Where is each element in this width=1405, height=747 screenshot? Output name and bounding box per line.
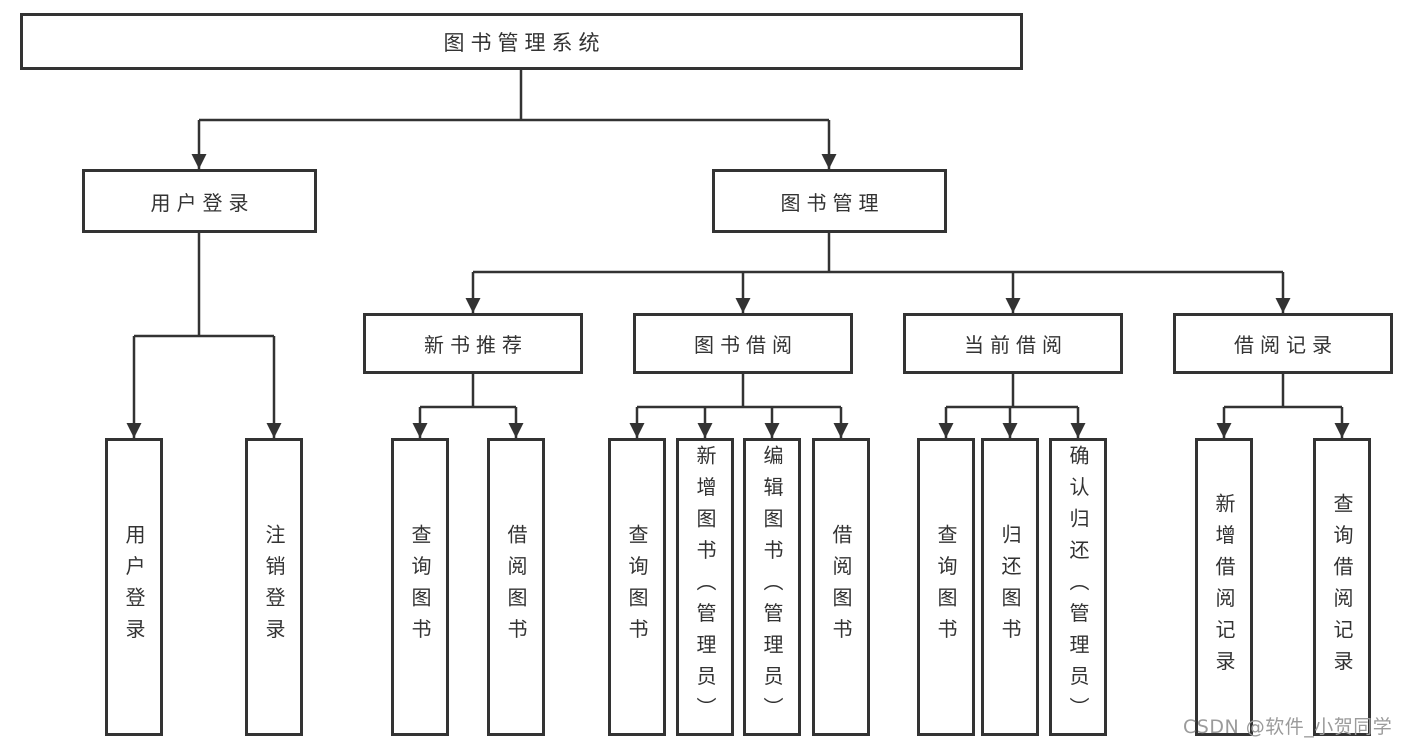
leaf-query-borrow-record: 查询借阅记录 [1313, 438, 1371, 736]
leaf-borrow-books-1: 借阅图书 [487, 438, 545, 736]
connector-newbook-tee [420, 374, 516, 409]
leaf-add-book-admin: 新增图书（管理员） [676, 438, 734, 736]
leaf-query-books-2-label: 查询图书 [625, 524, 649, 650]
leaf-add-book-admin-label: 新增图书（管理员） [693, 445, 717, 729]
watermark-text: CSDN @软件_小贺同学 [1183, 716, 1393, 738]
node-book-borrowing: 图书借阅 [633, 313, 853, 374]
node-user-login-label: 用户登录 [150, 190, 255, 215]
leaf-confirm-return-admin: 确认归还（管理员） [1049, 438, 1107, 736]
leaf-logout: 注销登录 [245, 438, 303, 736]
node-user-login: 用户登录 [82, 169, 317, 233]
node-current-borrowing: 当前借阅 [903, 313, 1123, 374]
node-book-management: 图书管理 [712, 169, 947, 233]
connector-currentborrow-tee [946, 374, 1078, 409]
connector-root-tee [199, 70, 829, 122]
connector-bookborrow-tee [637, 374, 841, 409]
connector-bookmgmt-tee [473, 233, 1283, 274]
leaf-query-books-2: 查询图书 [608, 438, 666, 736]
node-current-borrowing-label: 当前借阅 [964, 333, 1068, 357]
leaf-query-books-3-label: 查询图书 [934, 524, 958, 650]
node-library-system-label: 图书管理系统 [443, 30, 606, 55]
node-new-book-recommend-label: 新书推荐 [424, 333, 528, 357]
leaf-query-books-3: 查询图书 [917, 438, 975, 736]
node-new-book-recommend: 新书推荐 [363, 313, 583, 374]
leaf-logout-label: 注销登录 [262, 524, 286, 650]
leaf-query-books-1: 查询图书 [391, 438, 449, 736]
leaf-edit-book-admin: 编辑图书（管理员） [743, 438, 801, 736]
connector-userlogin-tee [134, 233, 274, 338]
node-borrow-records-label: 借阅记录 [1234, 333, 1338, 357]
leaf-borrow-books-2-label: 借阅图书 [829, 524, 853, 650]
node-library-system: 图书管理系统 [20, 13, 1023, 70]
node-book-management-label: 图书管理 [780, 190, 885, 215]
leaf-user-login-label: 用户登录 [122, 524, 146, 650]
leaf-borrow-books-1-label: 借阅图书 [504, 524, 528, 650]
node-book-borrowing-label: 图书借阅 [694, 333, 798, 357]
leaf-user-login: 用户登录 [105, 438, 163, 736]
leaf-return-book-label: 归还图书 [998, 524, 1022, 650]
leaf-confirm-return-admin-label: 确认归还（管理员） [1066, 445, 1090, 729]
leaf-borrow-books-2: 借阅图书 [812, 438, 870, 736]
leaf-add-borrow-record: 新增借阅记录 [1195, 438, 1253, 736]
leaf-query-books-1-label: 查询图书 [408, 524, 432, 650]
leaf-edit-book-admin-label: 编辑图书（管理员） [760, 445, 784, 729]
leaf-query-borrow-record-label: 查询借阅记录 [1330, 492, 1354, 682]
connector-records-tee [1224, 374, 1342, 409]
leaf-add-borrow-record-label: 新增借阅记录 [1212, 492, 1236, 682]
node-borrow-records: 借阅记录 [1173, 313, 1393, 374]
leaf-return-book: 归还图书 [981, 438, 1039, 736]
